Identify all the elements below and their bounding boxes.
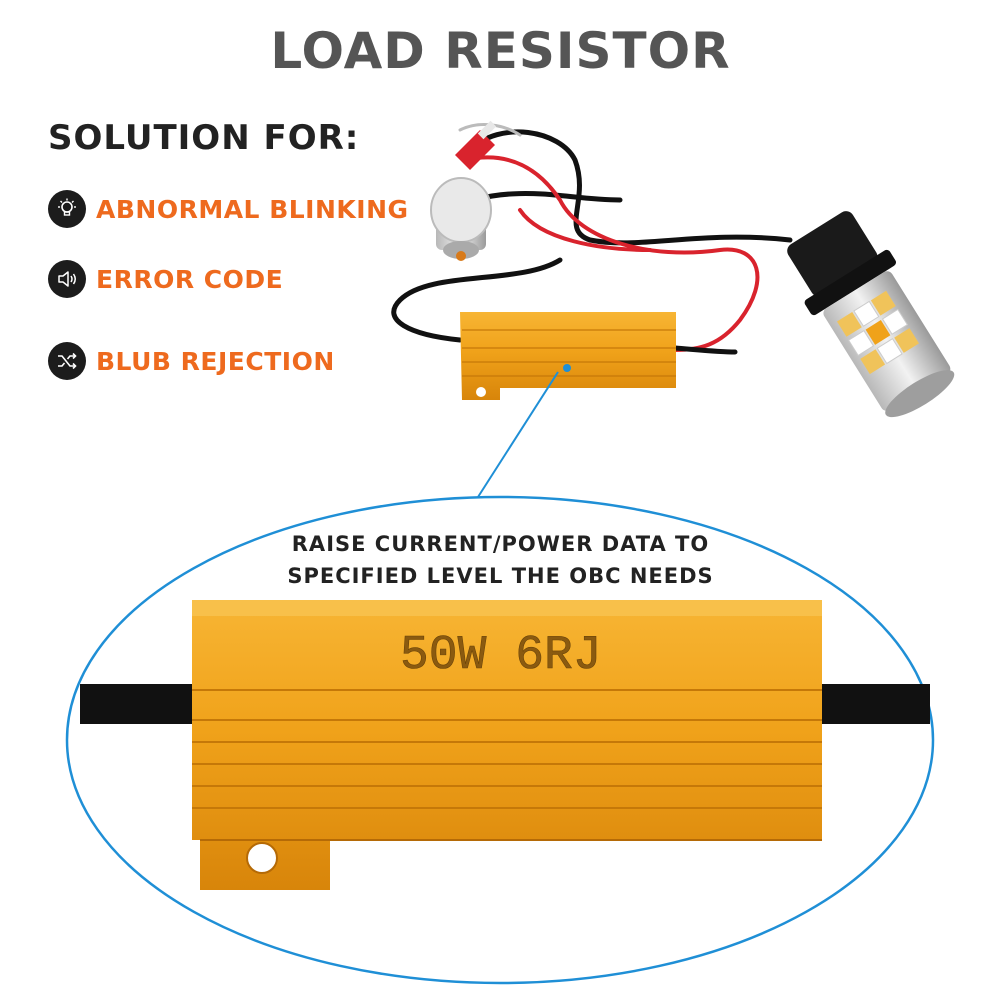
resistor-zoomed: 50W 6RJ — [80, 600, 930, 890]
feature-blub-rejection: BLUB REJECTION — [48, 342, 335, 380]
spade-connector — [455, 120, 497, 170]
feature-error-code: ERROR CODE — [48, 260, 283, 298]
resistor-small — [460, 312, 676, 400]
resistor-marking: 50W 6RJ — [400, 629, 602, 683]
zoom-caption-line-1: RAISE CURRENT/POWER DATA TO — [291, 532, 710, 556]
zoom-ellipse — [65, 495, 935, 985]
shuffle-icon — [48, 342, 86, 380]
page-title: LOAD RESISTOR — [270, 22, 731, 80]
feature-label: ERROR CODE — [96, 264, 284, 294]
lightbulb-icon — [48, 190, 86, 228]
feature-label: BLUB REJECTION — [96, 346, 335, 376]
zoom-caption-line-2: SPECIFIED LEVEL THE OBC NEEDS — [287, 564, 714, 588]
callout-line — [477, 371, 559, 498]
speaker-icon — [48, 260, 86, 298]
bulb-1156 — [430, 177, 492, 261]
feature-label: ABNORMAL BLINKING — [96, 194, 409, 224]
feature-abnormal-blinking: ABNORMAL BLINKING — [48, 190, 409, 228]
led-bulb — [787, 211, 955, 418]
solution-heading: SOLUTION FOR: — [48, 118, 360, 158]
